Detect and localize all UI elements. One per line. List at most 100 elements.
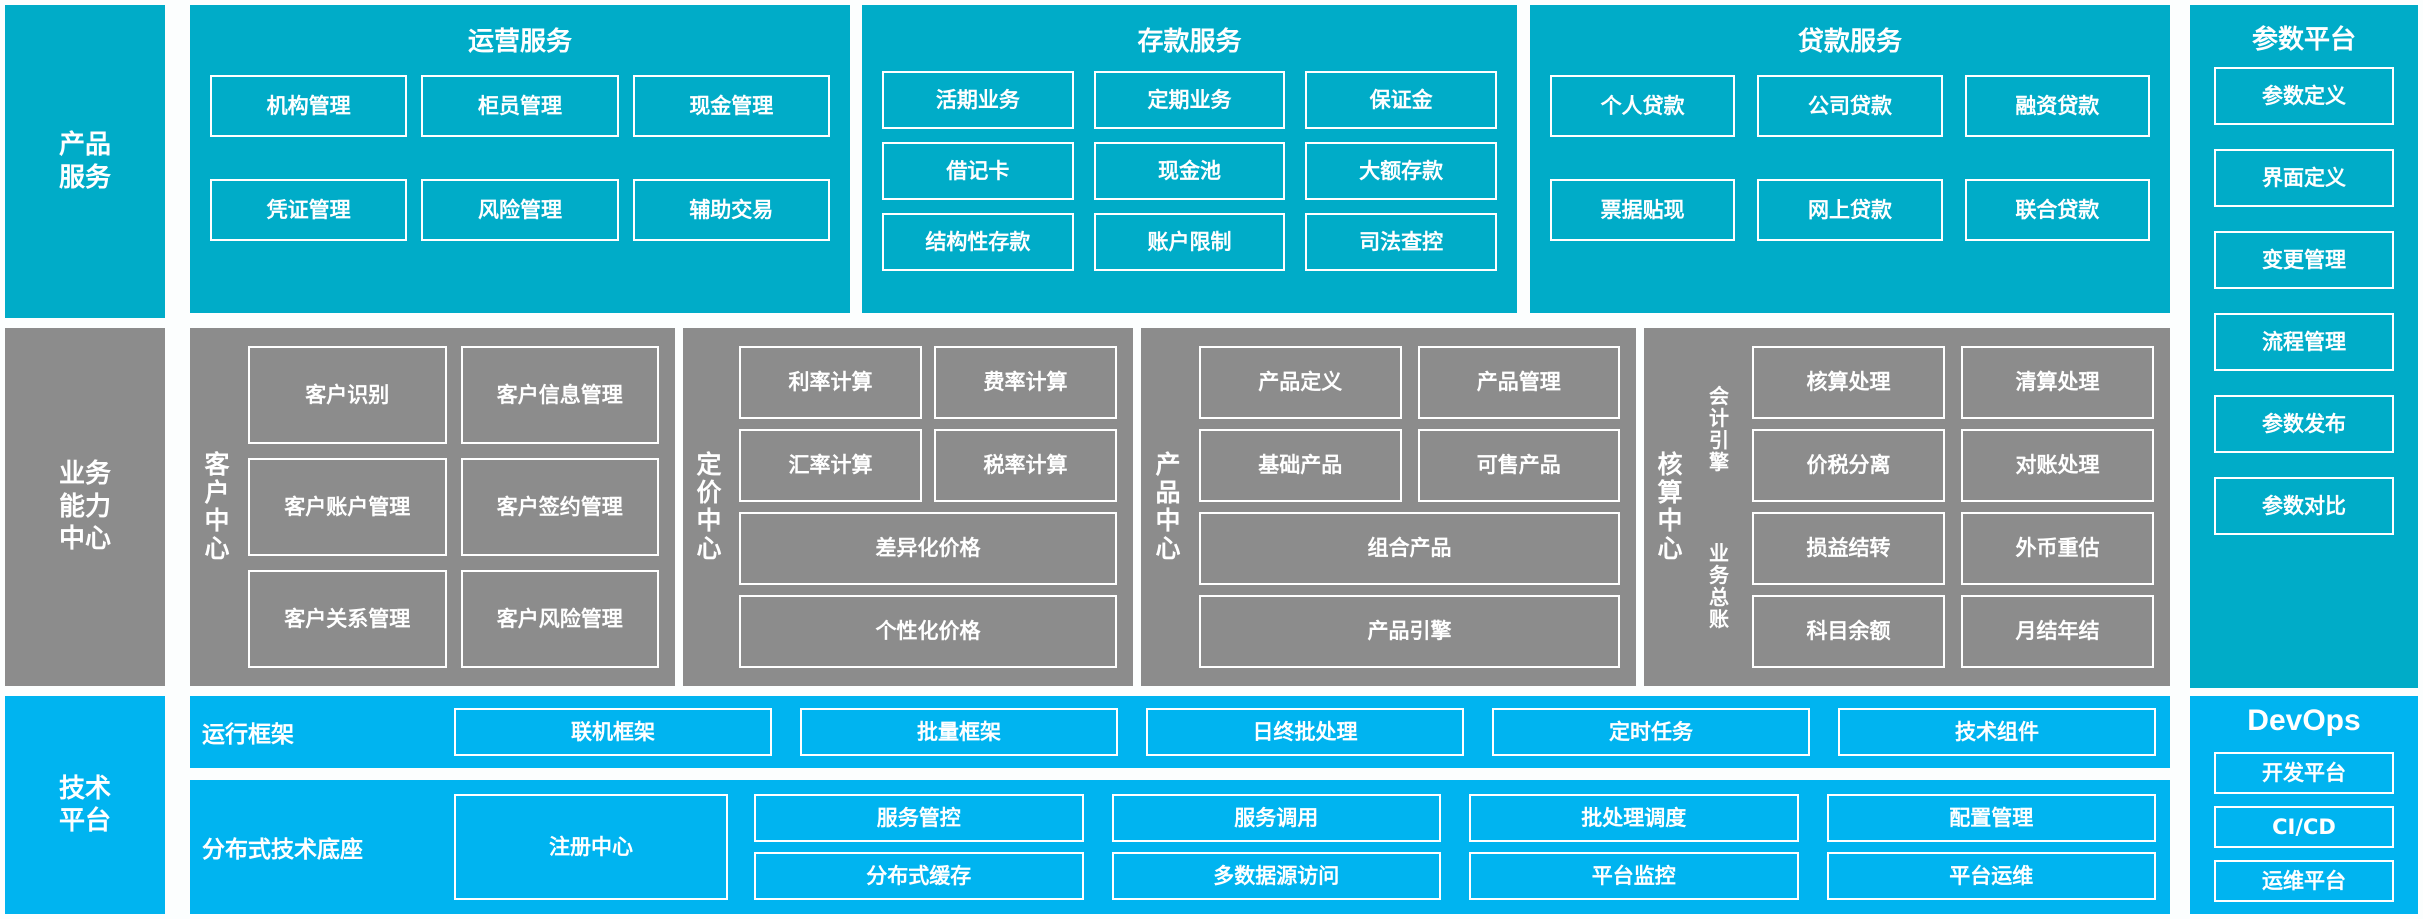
chip-cash-management[interactable]: 现金管理 — [632, 75, 830, 137]
center-label-product: 产 品 中 心 — [1141, 328, 1195, 686]
chip-customer-account-management[interactable]: 客户账户管理 — [248, 458, 447, 556]
chip-multi-datasource-access[interactable]: 多数据源访问 — [1111, 852, 1441, 900]
chip-corporate-loan[interactable]: 公司贷款 — [1757, 75, 1943, 137]
chip-cash-pool[interactable]: 现金池 — [1093, 142, 1286, 200]
chip-month-year-end-closing[interactable]: 月结年结 — [1961, 595, 2154, 668]
chip-personalized-pricing[interactable]: 个性化价格 — [739, 595, 1117, 668]
center-label-accounting: 核 算 中 心 — [1644, 328, 1696, 686]
chip-demand-business[interactable]: 活期业务 — [882, 71, 1074, 129]
chip-development-platform[interactable]: 开发平台 — [2214, 752, 2394, 794]
chip-differentiated-pricing[interactable]: 差异化价格 — [739, 512, 1117, 585]
pricing-center-chip-grid: 利率计算 费率计算 汇率计算 税率计算 差异化价格 个性化价格 — [739, 346, 1117, 668]
chip-customer-contract-management[interactable]: 客户签约管理 — [460, 458, 659, 556]
vlabel-char: 心 — [204, 534, 230, 563]
chip-bill-discounting[interactable]: 票据贴现 — [1550, 179, 1736, 241]
chip-change-management[interactable]: 变更管理 — [2214, 231, 2394, 289]
chip-distributed-cache[interactable]: 分布式缓存 — [754, 852, 1084, 900]
chip-platform-monitoring[interactable]: 平台监控 — [1469, 852, 1799, 900]
accounting-center-chip-grid: 核算处理 清算处理 价税分离 对账处理 损益结转 外币重估 科目余额 月结年结 — [1742, 346, 2154, 668]
chip-fee-rate-calculation[interactable]: 费率计算 — [934, 346, 1117, 419]
chip-voucher-management[interactable]: 凭证管理 — [210, 179, 408, 241]
chip-product-definition[interactable]: 产品定义 — [1199, 346, 1402, 419]
chip-account-restriction[interactable]: 账户限制 — [1093, 213, 1286, 271]
chip-ci-cd[interactable]: CI/CD — [2214, 806, 2394, 848]
chip-time-business[interactable]: 定期业务 — [1093, 71, 1286, 129]
product-center-body: 产品定义 产品管理 基础产品 可售产品 组合产品 产品引擎 — [1195, 328, 1636, 686]
vlabel-char: 客 — [204, 450, 230, 479]
chip-large-deposit[interactable]: 大额存款 — [1305, 142, 1497, 200]
chip-operations-platform[interactable]: 运维平台 — [2214, 860, 2394, 902]
chip-personal-loan[interactable]: 个人贷款 — [1550, 75, 1736, 137]
chip-registry-center[interactable]: 注册中心 — [454, 794, 728, 900]
panel-devops: DevOps 开发平台 CI/CD 运维平台 — [2190, 696, 2418, 914]
chip-interface-definition[interactable]: 界面定义 — [2214, 149, 2394, 207]
vlabel-char: 总 — [1709, 584, 1729, 609]
band-label-line: 能力 — [58, 491, 111, 522]
chip-customer-relationship-management[interactable]: 客户关系管理 — [248, 570, 447, 668]
chip-teller-management[interactable]: 柜员管理 — [421, 75, 619, 137]
chip-customer-identification[interactable]: 客户识别 — [248, 346, 447, 444]
chip-subject-balance[interactable]: 科目余额 — [1752, 595, 1945, 668]
vlabel-char: 心 — [696, 534, 722, 563]
center-accounting: 核 算 中 心 会 计 引 擎 业 务 — [1644, 328, 2170, 686]
chip-judicial-inquiry-control[interactable]: 司法查控 — [1305, 213, 1497, 271]
chip-foreign-currency-revaluation[interactable]: 外币重估 — [1961, 512, 2154, 585]
product-center-chip-grid: 产品定义 产品管理 基础产品 可售产品 组合产品 产品引擎 — [1199, 346, 1620, 668]
accounting-center-layout: 会 计 引 擎 业 务 总 账 核算处理 — [1696, 346, 2154, 668]
chip-reconciliation-processing[interactable]: 对账处理 — [1961, 429, 2154, 502]
chip-customer-information-management[interactable]: 客户信息管理 — [460, 346, 659, 444]
chip-customer-risk-management[interactable]: 客户风险管理 — [460, 570, 659, 668]
sub-label-business-general-ledger: 业 务 总 账 — [1696, 507, 1742, 664]
chip-process-management[interactable]: 流程管理 — [2214, 313, 2394, 371]
chip-product-management[interactable]: 产品管理 — [1417, 346, 1620, 419]
chip-technical-component[interactable]: 技术组件 — [1838, 708, 2156, 756]
devops-item-list: 开发平台 CI/CD 运维平台 — [2214, 752, 2394, 902]
center-label-pricing: 定 价 中 心 — [683, 328, 735, 686]
chip-service-governance[interactable]: 服务管控 — [754, 794, 1084, 842]
chip-organization-management[interactable]: 机构管理 — [210, 75, 408, 137]
chip-margin-deposit[interactable]: 保证金 — [1305, 71, 1497, 129]
chip-debit-card[interactable]: 借记卡 — [882, 142, 1074, 200]
vlabel-char: 算 — [1657, 478, 1683, 507]
chip-online-framework[interactable]: 联机框架 — [454, 708, 772, 756]
chip-service-invocation[interactable]: 服务调用 — [1111, 794, 1441, 842]
chip-parameter-release[interactable]: 参数发布 — [2214, 395, 2394, 453]
chip-price-tax-separation[interactable]: 价税分离 — [1752, 429, 1945, 502]
chip-tax-rate-calculation[interactable]: 税率计算 — [934, 429, 1117, 502]
chip-batch-framework[interactable]: 批量框架 — [800, 708, 1118, 756]
group-deposit-services: 存款服务 活期业务 定期业务 保证金 借记卡 现金池 大额存款 结构性存款 账户… — [862, 5, 1517, 313]
chip-structured-deposit[interactable]: 结构性存款 — [882, 213, 1074, 271]
chip-joint-loan[interactable]: 联合贷款 — [1964, 179, 2150, 241]
label-runtime-framework: 运行框架 — [202, 722, 294, 748]
vlabel-char: 价 — [696, 478, 722, 507]
chip-product-engine[interactable]: 产品引擎 — [1199, 595, 1620, 668]
parameter-platform-item-list: 参数定义 界面定义 变更管理 流程管理 参数发布 参数对比 — [2214, 67, 2394, 535]
chip-batch-scheduling[interactable]: 批处理调度 — [1469, 794, 1799, 842]
chip-parameter-definition[interactable]: 参数定义 — [2214, 67, 2394, 125]
chip-settlement-processing[interactable]: 清算处理 — [1961, 346, 2154, 419]
chip-risk-management[interactable]: 风险管理 — [421, 179, 619, 241]
chip-financing-loan[interactable]: 融资贷款 — [1964, 75, 2150, 137]
chip-accounting-processing[interactable]: 核算处理 — [1752, 346, 1945, 419]
chip-basic-product[interactable]: 基础产品 — [1199, 429, 1402, 502]
chip-end-of-day-batch[interactable]: 日终批处理 — [1146, 708, 1464, 756]
chip-profit-loss-carryover[interactable]: 损益结转 — [1752, 512, 1945, 585]
band-label-line: 产品 — [58, 130, 111, 160]
chip-parameter-comparison[interactable]: 参数对比 — [2214, 477, 2394, 535]
chip-exchange-rate-calculation[interactable]: 汇率计算 — [739, 429, 922, 502]
chip-configuration-management[interactable]: 配置管理 — [1826, 794, 2156, 842]
band-label-line: 平台 — [58, 806, 111, 836]
chip-online-loan[interactable]: 网上贷款 — [1757, 179, 1943, 241]
band-label-line: 技术 — [58, 773, 111, 804]
chip-auxiliary-transaction[interactable]: 辅助交易 — [632, 179, 830, 241]
group-title-operation-services: 运营服务 — [467, 27, 572, 57]
chip-sellable-product[interactable]: 可售产品 — [1417, 429, 1620, 502]
pricing-center-body: 利率计算 费率计算 汇率计算 税率计算 差异化价格 个性化价格 — [735, 328, 1133, 686]
chip-combined-product[interactable]: 组合产品 — [1199, 512, 1620, 585]
group-title-parameter-platform: 参数平台 — [2251, 25, 2356, 55]
chip-platform-operations[interactable]: 平台运维 — [1826, 852, 2156, 900]
chip-interest-rate-calculation[interactable]: 利率计算 — [739, 346, 922, 419]
chip-scheduled-task[interactable]: 定时任务 — [1492, 708, 1810, 756]
band-label-line: 服务 — [58, 162, 111, 193]
